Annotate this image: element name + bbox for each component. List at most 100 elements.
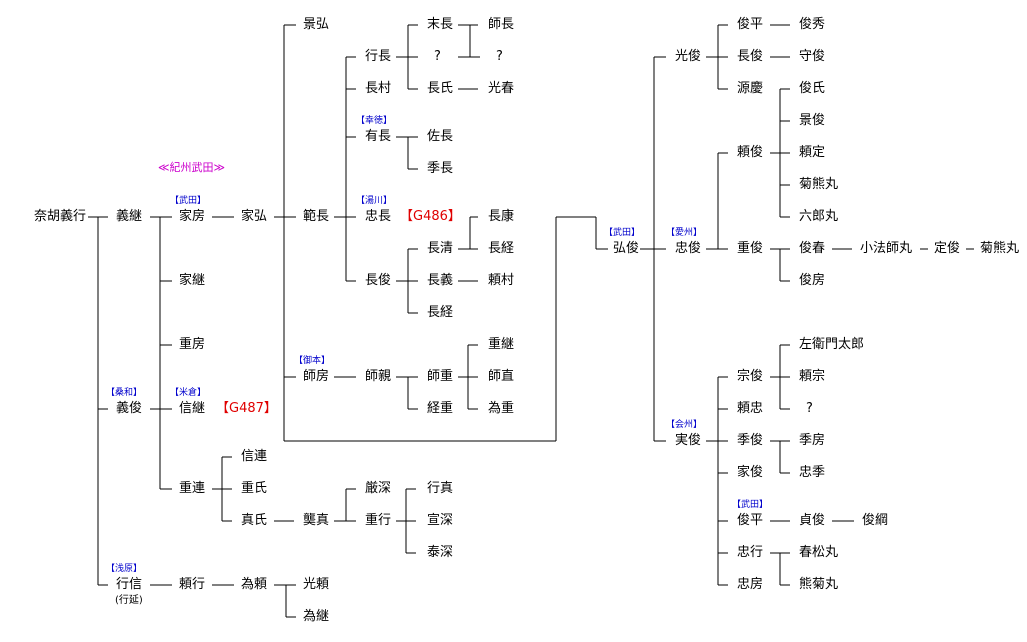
person-node: ? bbox=[434, 49, 441, 64]
person-node: 厳深 bbox=[365, 481, 392, 496]
title-tag: 【武田】 bbox=[170, 196, 207, 206]
person-node: 光頼 bbox=[303, 577, 330, 592]
person-node: 実俊 bbox=[675, 433, 702, 448]
person-node: 行長 bbox=[365, 49, 392, 64]
title-tag: 【米倉】 bbox=[170, 388, 207, 398]
person-node: 長康 bbox=[488, 209, 515, 224]
person-node: 為重 bbox=[488, 401, 515, 416]
person-node: 泰深 bbox=[427, 545, 454, 560]
person-node: 頼行 bbox=[179, 577, 206, 592]
person-node: 師房 bbox=[303, 369, 330, 384]
person-node: 信継 bbox=[179, 401, 206, 416]
person-node: 頼定 bbox=[799, 145, 826, 160]
person-node: 為継 bbox=[303, 609, 330, 624]
person-node: 龑真 bbox=[303, 513, 330, 528]
person-node: 師親 bbox=[365, 369, 392, 384]
clan-heading: ≪紀州武田≫ bbox=[158, 161, 226, 174]
person-node: 頼宗 bbox=[799, 369, 826, 384]
person-node: 経重 bbox=[427, 401, 454, 416]
person-node: 重氏 bbox=[241, 481, 268, 496]
person-node: 長経 bbox=[427, 305, 454, 320]
reference-code: 【G486】 bbox=[400, 209, 461, 224]
person-node: ? bbox=[806, 401, 813, 416]
alias-note: (行延) bbox=[115, 595, 143, 606]
person-node: 守俊 bbox=[799, 49, 826, 64]
person-node: 俊春 bbox=[799, 241, 826, 256]
person-node: 行信 bbox=[116, 577, 143, 592]
person-node: 定俊 bbox=[934, 241, 961, 256]
title-tag: 【会州】 bbox=[666, 420, 703, 430]
person-node: 奈胡義行 bbox=[34, 209, 87, 224]
person-node: 宣深 bbox=[427, 513, 454, 528]
person-node: 末長 bbox=[427, 17, 454, 32]
person-node: 小法師丸 bbox=[860, 241, 913, 256]
person-node: 弘俊 bbox=[613, 241, 640, 256]
person-node: 範長 bbox=[303, 209, 330, 224]
person-node: 季長 bbox=[427, 161, 454, 176]
person-node: 義俊 bbox=[116, 401, 143, 416]
person-node: 俊綱 bbox=[862, 513, 889, 528]
title-tag: 【桑和】 bbox=[106, 388, 143, 398]
person-node: 師重 bbox=[427, 369, 454, 384]
person-node: 長俊 bbox=[737, 49, 764, 64]
person-node: 景俊 bbox=[799, 113, 826, 128]
person-node: 季俊 bbox=[737, 433, 764, 448]
person-node: 家俊 bbox=[737, 465, 764, 480]
person-node: 長氏 bbox=[427, 81, 454, 96]
title-tag: 【湯川】 bbox=[356, 196, 393, 206]
person-node: 重房 bbox=[179, 337, 206, 352]
person-node: 頼村 bbox=[488, 273, 515, 288]
person-node: 忠行 bbox=[737, 545, 764, 560]
person-node: 家継 bbox=[179, 273, 206, 288]
person-node: 長経 bbox=[488, 241, 515, 256]
person-node: 長村 bbox=[365, 81, 392, 96]
person-node: 頼忠 bbox=[737, 401, 764, 416]
person-node: 忠季 bbox=[799, 465, 826, 480]
person-node: 光春 bbox=[488, 81, 515, 96]
person-node: 佐長 bbox=[427, 129, 454, 144]
person-node: 光俊 bbox=[675, 49, 702, 64]
person-node: 為頼 bbox=[241, 577, 268, 592]
title-tag: 【幸徳】 bbox=[356, 116, 393, 126]
person-node: 俊平 bbox=[737, 17, 764, 32]
reference-code: 【G487】 bbox=[216, 401, 277, 416]
title-tag: 【愛州】 bbox=[666, 228, 703, 238]
person-node: 菊熊丸 bbox=[799, 177, 839, 192]
person-node: 師長 bbox=[488, 17, 515, 32]
person-node: 俊秀 bbox=[799, 17, 826, 32]
person-node: 俊氏 bbox=[799, 81, 826, 96]
person-node: 貞俊 bbox=[799, 513, 826, 528]
person-node: 俊平 bbox=[737, 513, 764, 528]
person-node: 忠長 bbox=[365, 209, 392, 224]
person-node: 忠俊 bbox=[675, 241, 702, 256]
person-node: 春松丸 bbox=[799, 545, 839, 560]
person-node: 長清 bbox=[427, 241, 454, 256]
person-node: 家房 bbox=[179, 209, 206, 224]
person-node: 宗俊 bbox=[737, 369, 764, 384]
title-tag: 【武田】 bbox=[604, 228, 641, 238]
person-node: ? bbox=[496, 49, 503, 64]
person-node: 信連 bbox=[241, 449, 268, 464]
title-tag: 【浅原】 bbox=[106, 564, 143, 574]
person-node: 真氏 bbox=[241, 513, 268, 528]
person-node: 長俊 bbox=[365, 273, 392, 288]
person-node: 忠房 bbox=[737, 577, 764, 592]
title-tag: 【御本】 bbox=[294, 356, 331, 366]
title-tag: 【武田】 bbox=[732, 500, 769, 510]
person-node: 源慶 bbox=[737, 81, 764, 96]
person-node: 重継 bbox=[488, 337, 515, 352]
person-node: 重連 bbox=[179, 481, 206, 496]
person-node: 景弘 bbox=[303, 17, 330, 32]
person-node: 師直 bbox=[488, 369, 515, 384]
person-node: 俊房 bbox=[799, 273, 826, 288]
person-node: 重行 bbox=[365, 513, 392, 528]
person-node: 菊熊丸 bbox=[980, 241, 1020, 256]
person-node: 家弘 bbox=[241, 209, 268, 224]
person-node: 頼俊 bbox=[737, 145, 764, 160]
person-node: 熊菊丸 bbox=[799, 577, 839, 592]
person-node: 六郎丸 bbox=[799, 209, 839, 224]
person-node: 長義 bbox=[427, 273, 454, 288]
person-node: 重俊 bbox=[737, 241, 764, 256]
